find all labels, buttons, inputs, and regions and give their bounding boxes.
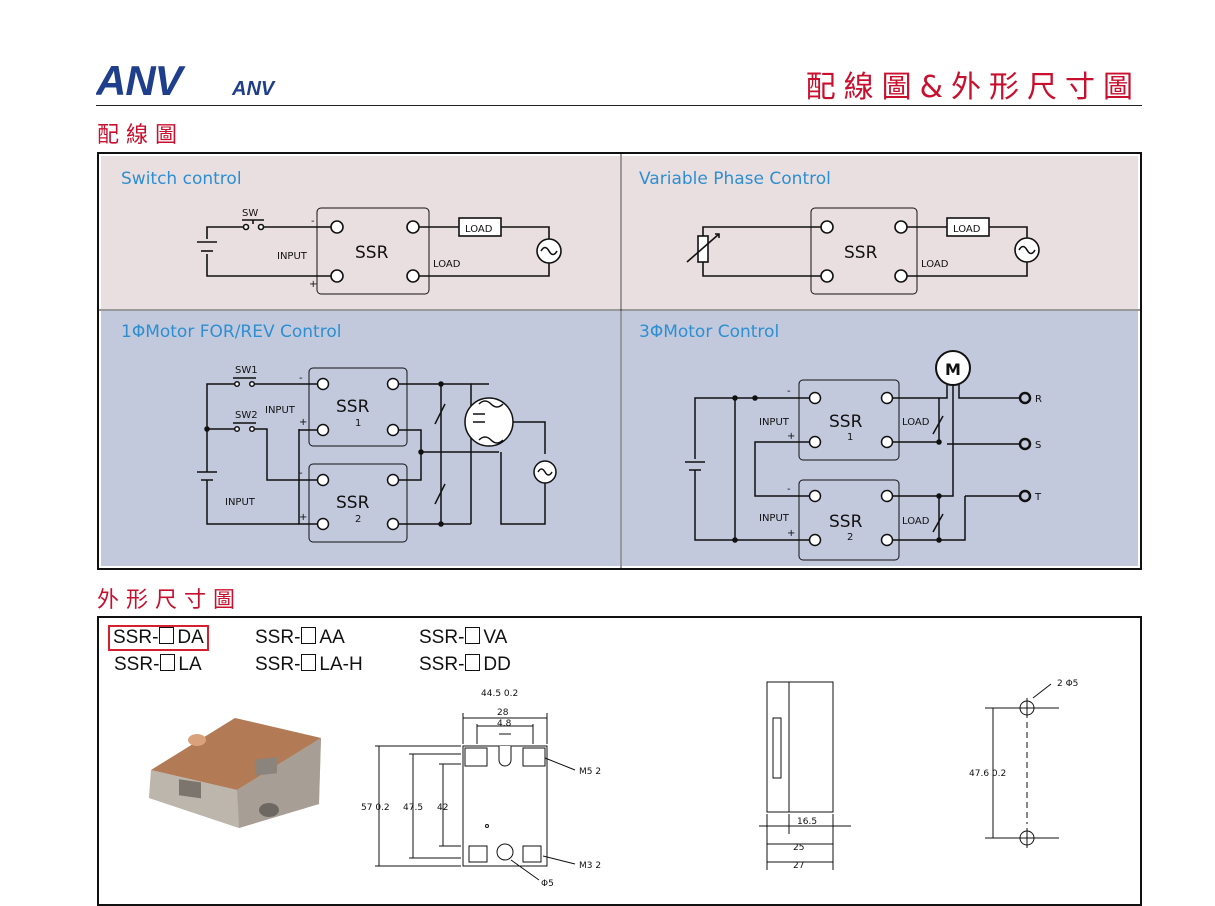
- svg-text:SW2: SW2: [235, 410, 258, 421]
- svg-text:4.8: 4.8: [497, 719, 512, 729]
- phase-r: R: [1035, 394, 1042, 405]
- phase-ssr-label: SSR: [844, 243, 878, 263]
- svg-text:44.5 0.2: 44.5 0.2: [481, 689, 518, 699]
- ssr1-label: SSR: [336, 397, 370, 417]
- switch-input-label: INPUT: [277, 251, 308, 262]
- header-divider: [96, 105, 1142, 106]
- panel-title-3phase: 3ΦMotor Control: [639, 322, 779, 342]
- svg-text:-: -: [299, 468, 303, 479]
- svg-text:INPUT: INPUT: [759, 417, 790, 428]
- panel-title-phase: Variable Phase Control: [639, 169, 831, 189]
- model-ssr-aa[interactable]: SSR-AA: [255, 627, 345, 648]
- switch-load-box-label: LOAD: [465, 224, 493, 235]
- svg-text:-: -: [787, 386, 791, 397]
- svg-text:-: -: [787, 484, 791, 495]
- page-title: 配線圖&外形尺寸圖: [805, 70, 1141, 105]
- svg-text:16.5: 16.5: [797, 817, 817, 827]
- svg-text:1: 1: [847, 432, 853, 443]
- switch-control-circuit: [197, 207, 562, 295]
- svg-text:+: +: [299, 512, 307, 523]
- ssr2-label: SSR: [336, 493, 370, 513]
- dimension-drawings: 44.5 0.2 28 4.8 57 0.2 47.5 42 M5 2 M3 2…: [149, 679, 1078, 889]
- model-ssr-da[interactable]: SSR-DA: [108, 625, 209, 651]
- model-ssr-va[interactable]: SSR-VA: [419, 627, 508, 648]
- motor-m-label: M: [945, 360, 961, 379]
- model-ssr-la[interactable]: SSR-LA: [114, 654, 202, 675]
- phase-t: T: [1034, 492, 1042, 503]
- svg-text:2 Φ5: 2 Φ5: [1057, 679, 1078, 689]
- svg-text:+: +: [309, 279, 317, 290]
- dimension-section-title: 外形尺寸圖: [97, 588, 243, 613]
- ssr3-2-label: SSR: [829, 512, 863, 532]
- switch-sw-label: SW: [242, 208, 258, 219]
- brand-logo: ANV ANV: [95, 57, 286, 104]
- svg-text:25: 25: [793, 843, 804, 853]
- svg-text:47.5: 47.5: [403, 803, 423, 813]
- side-view-drawing: [759, 681, 851, 870]
- svg-text:27: 27: [793, 861, 804, 871]
- svg-text:+: +: [787, 528, 795, 539]
- three-phase-motor-circuit: [685, 350, 1032, 561]
- front-view-drawing: [375, 713, 576, 881]
- svg-text:2: 2: [355, 514, 361, 525]
- brand-main: ANV: [96, 62, 186, 98]
- phase-s: S: [1035, 440, 1041, 451]
- phase-load-box-label: LOAD: [953, 224, 981, 235]
- panel-title-1phase: 1ΦMotor FOR/REV Control: [121, 322, 341, 342]
- product-photo: [149, 718, 321, 828]
- svg-text:2: 2: [847, 532, 853, 543]
- svg-text:Φ5: Φ5: [541, 879, 554, 889]
- dimension-panel: SSR-DA SSR-AA SSR-VA SSR-LA SSR-LA-H SSR…: [97, 616, 1142, 906]
- switch-ssr-label: SSR: [355, 243, 389, 263]
- svg-text:1: 1: [355, 418, 361, 429]
- wiring-diagram-panel: Switch control Variable Phase Control 1Φ…: [97, 152, 1142, 570]
- wiring-section-title: 配線圖: [97, 123, 185, 148]
- model-ssr-dd[interactable]: SSR-DD: [419, 654, 511, 675]
- svg-text:47.6 0.2: 47.6 0.2: [969, 769, 1006, 779]
- switch-load-label: LOAD: [433, 259, 461, 270]
- svg-text:M5 2: M5 2: [579, 767, 601, 777]
- svg-text:SW1: SW1: [235, 365, 258, 376]
- svg-text:INPUT: INPUT: [759, 513, 790, 524]
- brand-sub: ANV: [231, 78, 276, 98]
- single-phase-motor-circuit: [197, 367, 557, 543]
- svg-text:LOAD: LOAD: [902, 417, 930, 428]
- ssr3-1-label: SSR: [829, 412, 863, 432]
- svg-text:-: -: [299, 373, 303, 384]
- model-ssr-la-h[interactable]: SSR-LA-H: [255, 654, 363, 675]
- svg-text:M3 2: M3 2: [579, 861, 601, 871]
- mounting-hole-drawing: [985, 683, 1059, 848]
- svg-text:28: 28: [497, 708, 509, 718]
- svg-text:LOAD: LOAD: [902, 516, 930, 527]
- phase-load-label: LOAD: [921, 259, 949, 270]
- svg-text:42: 42: [437, 803, 448, 813]
- svg-text:+: +: [299, 417, 307, 428]
- input-label-2: INPUT: [225, 497, 256, 508]
- svg-text:+: +: [787, 431, 795, 442]
- svg-text:-: -: [311, 216, 315, 227]
- svg-text:57 0.2: 57 0.2: [361, 803, 390, 813]
- input-label-1: INPUT: [265, 405, 296, 416]
- panel-title-switch: Switch control: [121, 169, 242, 189]
- variable-phase-circuit: [686, 207, 1040, 295]
